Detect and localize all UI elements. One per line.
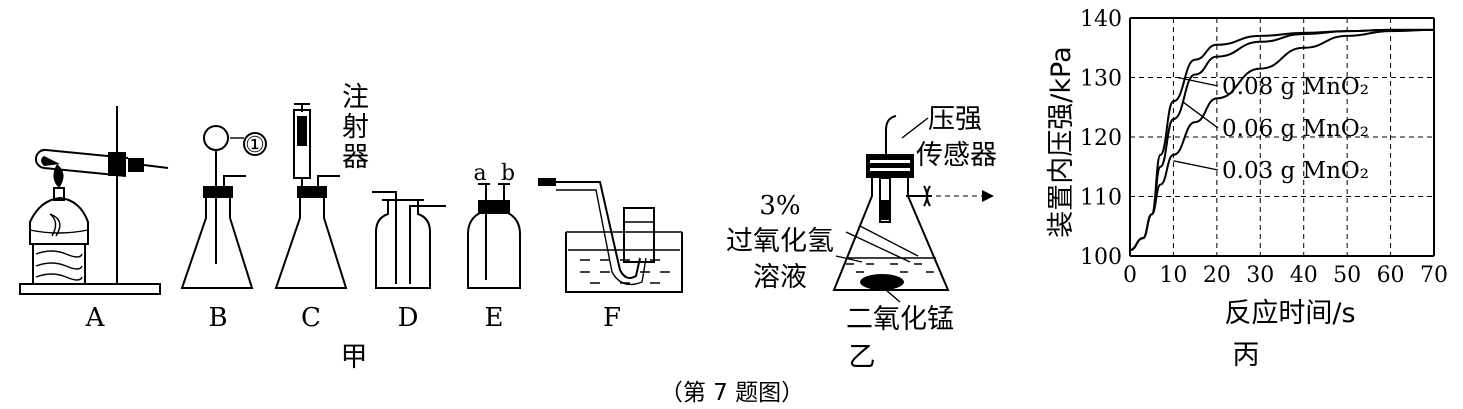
x-tick-label: 70 (1420, 263, 1448, 288)
x-tick-label: 50 (1333, 263, 1361, 288)
stopper-e (478, 200, 510, 214)
apparatus-e: a b E (467, 161, 521, 333)
port-b: b (501, 161, 515, 186)
annotation-label: 0.06 g MnO₂ (1222, 116, 1369, 142)
stopper-b (203, 186, 233, 198)
stopper-a (128, 158, 144, 172)
rubber-stopper (866, 154, 914, 178)
bottle-e (467, 211, 521, 289)
catalyst-label: 二氧化锰 (846, 304, 954, 335)
funnel-bulb (203, 125, 229, 151)
x-tick-label: 30 (1246, 263, 1274, 288)
stand-base (19, 283, 161, 295)
annotation-leader (1173, 160, 1219, 171)
label-b: B (208, 303, 227, 333)
flask-c (274, 196, 348, 289)
pressure-chart: 0 10 20 30 40 50 60 70 100 110 120 130 140 0.08 g Mn… (1046, 7, 1448, 371)
apparatus-a: A (19, 106, 169, 333)
marker-b: ① (245, 133, 265, 158)
syringe-label-1: 注 (342, 82, 369, 113)
conical-flask (832, 176, 950, 291)
bottle-d (375, 200, 431, 289)
trough (565, 232, 683, 293)
alcohol-lamp (29, 196, 89, 245)
annotation-label: 0.08 g MnO₂ (1222, 74, 1369, 100)
delivery-tube (556, 181, 641, 279)
flame (53, 164, 64, 188)
concentration: 3% (759, 191, 800, 221)
y-tick-label: 130 (1080, 67, 1122, 92)
collecting-bottle (623, 207, 655, 263)
label-d: D (398, 303, 419, 333)
panel-label-yi: 乙 (849, 342, 876, 373)
x-tick-label: 20 (1203, 263, 1231, 288)
y-tick-label: 110 (1080, 186, 1122, 211)
stopper-c (297, 186, 327, 198)
syringe-label-3: 器 (342, 142, 369, 173)
x-tick-label: 60 (1377, 263, 1405, 288)
annotation-leader (1177, 76, 1219, 87)
mno2-solid (860, 274, 904, 290)
apparatus-d: D (372, 191, 446, 333)
port-a: a (473, 161, 486, 186)
x-tick-label: 10 (1159, 263, 1187, 288)
flask-b (180, 196, 254, 289)
panel-label-bing: 丙 (1233, 340, 1260, 371)
x-tick-label: 40 (1290, 263, 1318, 288)
label-a: A (85, 303, 106, 333)
label-c: C (301, 303, 321, 333)
figure-caption: （第 7 题图） (660, 380, 804, 406)
annotation-leader (1181, 100, 1219, 129)
clip (923, 185, 931, 207)
y-axis-label: 装置内压强/kPa (1046, 46, 1077, 237)
sensor-label-2: 传感器 (916, 140, 997, 171)
panel-label-jia: 甲 (341, 342, 368, 373)
panel-yi: 压强 传感器 3% 过氧化氢 溶液 二氧化锰 乙 (726, 104, 997, 373)
apparatus-b: ① B (180, 125, 267, 333)
sensor-label-1: 压强 (928, 104, 982, 135)
y-tick-label: 100 (1080, 245, 1122, 270)
solution-label-2: 溶液 (753, 262, 807, 293)
label-f: F (603, 303, 621, 333)
label-e: E (485, 303, 504, 333)
y-tick-label: 140 (1080, 7, 1122, 32)
x-axis-label: 反应时间/s (1224, 298, 1355, 329)
solution-label-1: 过氧化氢 (726, 226, 834, 257)
apparatus-f: F (538, 178, 683, 333)
y-tick-label: 120 (1080, 126, 1122, 151)
series-line-3 (1129, 28, 1435, 252)
sensor-tube (885, 115, 897, 154)
marker-circle (243, 132, 267, 156)
clamp (108, 152, 126, 176)
apparatus-c: 注 射 器 C (274, 82, 369, 333)
syringe-label-2: 射 (342, 112, 369, 143)
grid (1130, 18, 1434, 256)
x-tick-label: 0 (1123, 263, 1137, 288)
annotation-label: 0.03 g MnO₂ (1222, 158, 1369, 184)
